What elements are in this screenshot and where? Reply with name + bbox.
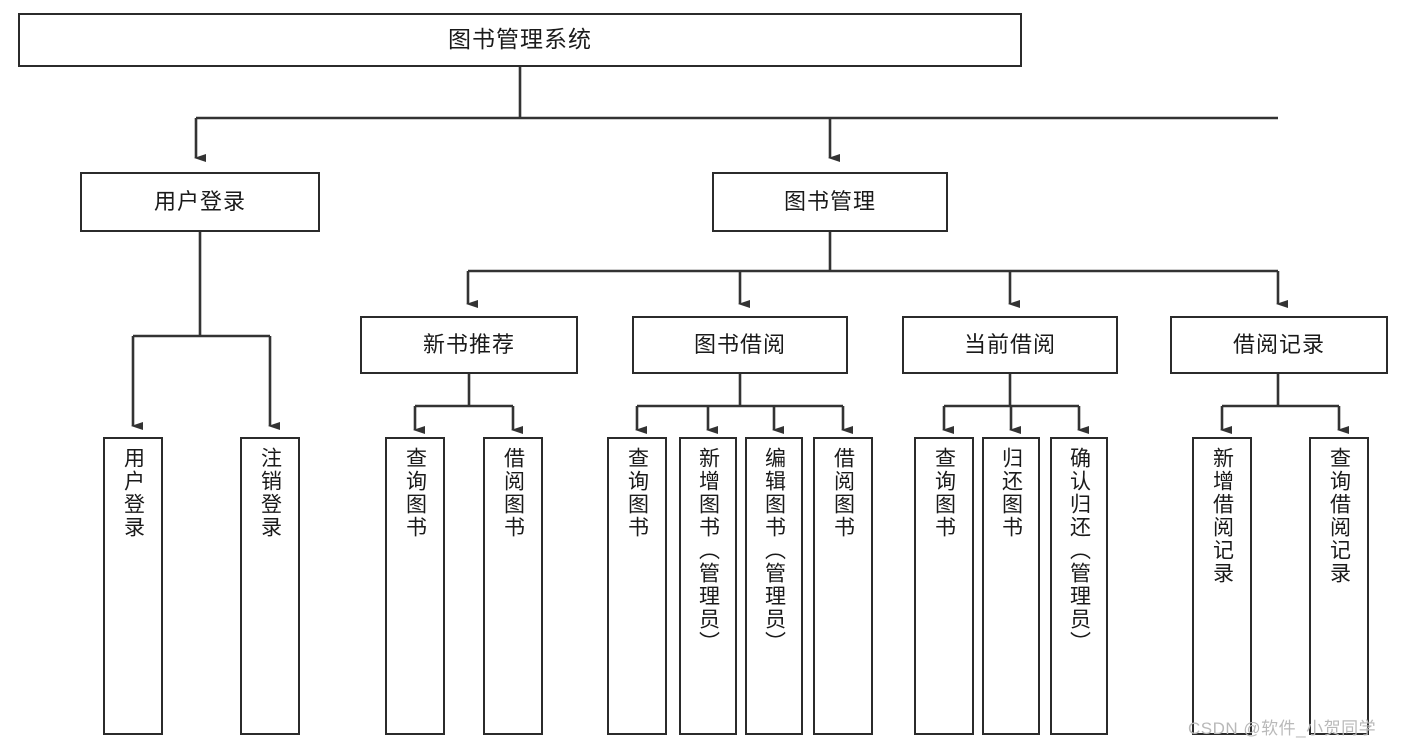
node-new-book-recommend[interactable]: 新书推荐 [360,316,578,374]
node-label: 确认归还（管理员） [1067,447,1091,654]
leaf-borrow-borrow-book[interactable]: 借阅图书 [813,437,873,735]
node-root-library-system[interactable]: 图书管理系统 [18,13,1022,67]
node-label: 查询图书 [932,447,956,539]
leaf-current-confirm-return-admin[interactable]: 确认归还（管理员） [1050,437,1108,735]
node-label: 查询图书 [403,447,427,539]
leaf-borrow-add-book-admin[interactable]: 新增图书（管理员） [679,437,737,735]
node-label: 查询借阅记录 [1327,447,1351,585]
node-user-login[interactable]: 用户登录 [80,172,320,232]
csdn-watermark: CSDN @软件_小贺同学 [1188,719,1377,738]
node-label: 编辑图书（管理员） [762,447,786,654]
node-label: 归还图书 [999,447,1023,539]
leaf-borrow-edit-book-admin[interactable]: 编辑图书（管理员） [745,437,803,735]
node-label: 用户登录 [153,188,246,214]
node-borrow-records[interactable]: 借阅记录 [1170,316,1388,374]
leaf-current-query-book[interactable]: 查询图书 [914,437,974,735]
node-label: 新增借阅记录 [1210,447,1234,585]
leaf-user-logout[interactable]: 注销登录 [240,437,300,735]
node-label: 新书推荐 [422,331,515,357]
leaf-recommend-borrow-book[interactable]: 借阅图书 [483,437,543,735]
node-label: 借阅图书 [501,447,525,539]
node-current-borrow[interactable]: 当前借阅 [902,316,1118,374]
leaf-borrow-query-book[interactable]: 查询图书 [607,437,667,735]
leaf-current-return-book[interactable]: 归还图书 [982,437,1040,735]
leaf-user-login[interactable]: 用户登录 [103,437,163,735]
node-label: 图书管理 [783,188,876,214]
node-label: 用户登录 [121,447,145,539]
node-book-management[interactable]: 图书管理 [712,172,948,232]
node-book-borrow[interactable]: 图书借阅 [632,316,848,374]
node-label: 新增图书（管理员） [696,447,720,654]
leaf-recommend-query-book[interactable]: 查询图书 [385,437,445,735]
leaf-records-add-record[interactable]: 新增借阅记录 [1192,437,1252,735]
node-label: 借阅图书 [831,447,855,539]
node-label: 图书管理系统 [448,26,592,53]
node-label: 注销登录 [258,447,282,539]
node-label: 图书借阅 [693,331,786,357]
node-label: 当前借阅 [963,331,1056,357]
node-label: 查询图书 [625,447,649,539]
node-label: 借阅记录 [1232,331,1325,357]
leaf-records-query-record[interactable]: 查询借阅记录 [1309,437,1369,735]
